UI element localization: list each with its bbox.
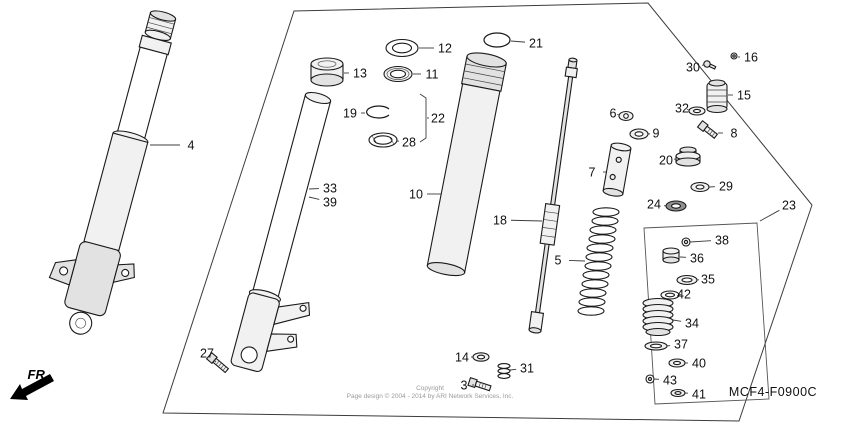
part-label-36[interactable]: 36 [690,252,704,266]
part-shape-38-ring [681,237,691,247]
part-label-14[interactable]: 14 [455,351,469,365]
leader-line-23 [759,209,780,222]
part-label-19[interactable]: 19 [343,107,357,121]
leader-line-6 [616,113,620,116]
part-label-28[interactable]: 28 [402,136,416,150]
part-label-16[interactable]: 16 [744,51,758,65]
part-label-39[interactable]: 39 [323,196,337,210]
leader-line-21 [510,40,526,43]
part-shape-12-ring [385,38,419,58]
part-label-5[interactable]: 5 [555,254,562,268]
part-shape-20-valve [675,146,701,167]
part-shape-34-adjuster [642,297,674,337]
leader-line-38 [689,240,712,243]
part-label-31[interactable]: 31 [520,362,534,376]
part-label-21[interactable]: 21 [529,37,543,51]
part-label-7[interactable]: 7 [589,166,596,180]
leader-line-32 [686,109,690,111]
part-shape-18-damper-rod [528,57,578,334]
part-shape-13-cap [310,57,344,87]
part-shape-40-ring [668,358,686,368]
leader-line-27 [214,360,217,363]
part-label-37[interactable]: 37 [674,338,688,352]
part-label-10[interactable]: 10 [409,188,423,202]
part-shape-3-bolt [467,376,492,392]
fr-direction-indicator: FR. [10,367,54,400]
part-label-23[interactable]: 23 [782,199,796,213]
part-label-9[interactable]: 9 [653,127,660,141]
part-shape-30-screw [703,60,717,70]
part-label-4[interactable]: 4 [188,139,195,153]
part-label-43[interactable]: 43 [663,374,677,388]
part-shape-27-bolt [205,351,230,374]
copyright-line2: Page design © 2004 - 2014 by ARI Network… [347,392,514,400]
part-shape-9-washer [629,128,649,140]
part-label-8[interactable]: 8 [731,127,738,141]
part-shape-11-oil-seal [383,65,413,83]
part-label-42[interactable]: 42 [677,288,691,302]
part-label-33[interactable]: 33 [323,182,337,196]
part-label-32[interactable]: 32 [675,102,689,116]
part-shape-36-cap [662,247,680,264]
part-shape-14-washer [472,352,490,362]
part-label-34[interactable]: 34 [685,317,699,331]
part-label-24[interactable]: 24 [647,198,661,212]
part-shape-5-fork-spring [577,207,620,316]
part-shape-6-nut [618,110,634,122]
part-shape-28-ring [368,132,398,148]
part-label-15[interactable]: 15 [737,89,751,103]
diagram-code: MCF4-F0900C [729,385,817,399]
part-label-11[interactable]: 11 [426,68,439,82]
copyright-line1: Copyright [416,385,444,392]
leader-line-39 [308,196,320,200]
part-label-27[interactable]: 27 [200,347,214,361]
part-shape-33-39-fork-slider [230,91,332,373]
part-label-35[interactable]: 35 [701,273,715,287]
part-shape-43-ring [645,374,655,384]
part-shape-19-clip [366,105,390,119]
part-label-22[interactable]: 22 [431,112,445,126]
part-shape-32-washer [688,106,706,116]
part-label-29[interactable]: 29 [719,180,733,194]
part-shape-8-bolt [696,119,719,139]
part-shape-41-washer [670,388,686,398]
part-label-38[interactable]: 38 [715,234,729,248]
part-label-18[interactable]: 18 [493,214,507,228]
part-shape-35-washer [676,274,698,286]
part-label-12[interactable]: 12 [438,42,452,56]
part-label-41[interactable]: 41 [692,388,706,402]
part-label-6[interactable]: 6 [610,107,617,121]
group-22-bracket [419,93,427,143]
part-shape-31-spring [497,363,511,379]
part-shape-24-oring [665,200,687,212]
fr-arrow-icon [10,374,54,400]
part-shape-10-fork-tube [426,52,507,277]
part-label-13[interactable]: 13 [353,67,367,81]
leader-line-34 [672,319,682,322]
fr-label: FR. [28,367,49,382]
part-shape-7-seat-pipe [602,142,632,197]
diagram-border [162,2,813,422]
part-shape-16-pin [730,52,738,60]
part-shape-4-front-fork-assembly [48,10,177,335]
part-shape-21-ring [483,32,511,48]
part-label-3[interactable]: 3 [461,379,468,393]
leader-line-5 [568,259,586,262]
part-label-30[interactable]: 30 [686,61,700,75]
leader-line-18 [510,219,543,222]
part-shape-29-washer [690,181,710,193]
part-shape-15-boot [706,79,728,114]
part-label-40[interactable]: 40 [692,357,706,371]
leader-line-31 [509,368,517,371]
part-shape-37-plate [644,341,668,351]
part-label-20[interactable]: 20 [659,154,673,168]
